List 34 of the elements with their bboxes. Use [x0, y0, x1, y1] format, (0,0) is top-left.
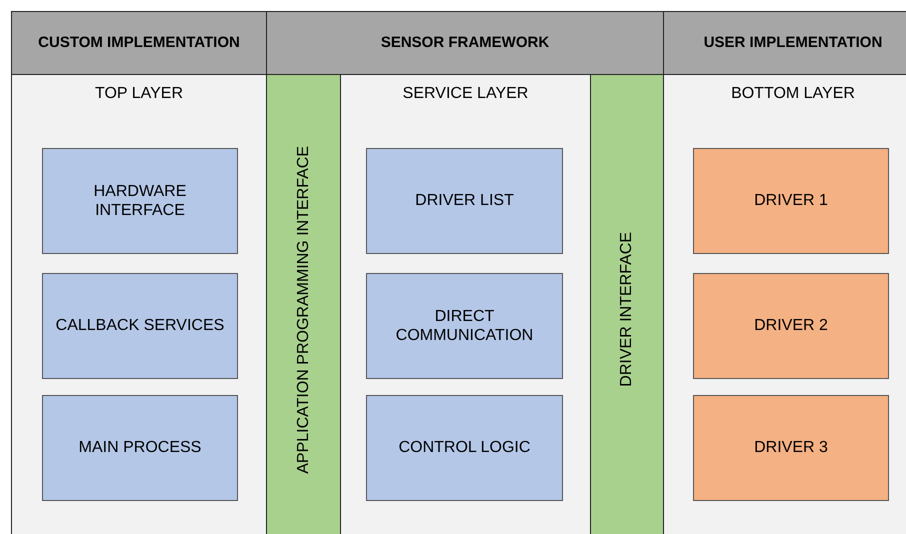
box-label: DRIVER LIST — [414, 191, 515, 211]
box-label: CALLBACK SERVICES — [54, 316, 226, 336]
header-label: USER IMPLEMENTATION — [704, 34, 882, 52]
layer-panel — [663, 74, 906, 534]
box-label: MAIN PROCESS — [78, 438, 202, 458]
layer-panel — [11, 74, 267, 534]
interface-label: APPLICATION PROGRAMMING INTERFACE — [294, 146, 313, 474]
layer-title: TOP LAYER — [94, 84, 184, 104]
interface-bar — [590, 74, 664, 534]
module-box — [42, 273, 238, 379]
header-label: CUSTOM IMPLEMENTATION — [38, 34, 240, 52]
box-label: HARDWARE INTERFACE — [92, 182, 188, 220]
layer-title: BOTTOM LAYER — [731, 84, 855, 104]
driver-box — [693, 273, 889, 379]
interface-label: DRIVER INTERFACE — [617, 232, 636, 387]
box-label: DRIVER 2 — [753, 316, 829, 336]
header-label: SENSOR FRAMEWORK — [380, 34, 550, 52]
layer-panel — [340, 74, 591, 534]
column-header — [11, 11, 267, 75]
box-label: DIRECT COMMUNICATION — [394, 306, 534, 346]
box-label: DRIVER 1 — [753, 191, 829, 211]
layer-title: SERVICE LAYER — [402, 84, 528, 104]
driver-box — [693, 148, 889, 254]
module-box — [42, 395, 238, 501]
module-box — [366, 395, 563, 501]
module-box — [366, 273, 563, 379]
module-box — [366, 148, 563, 254]
box-label: CONTROL LOGIC — [398, 438, 532, 458]
interface-bar — [266, 74, 341, 534]
driver-box — [693, 395, 889, 501]
module-box — [42, 148, 238, 254]
column-header — [663, 11, 906, 75]
box-label: DRIVER 3 — [753, 438, 829, 458]
column-header — [266, 11, 664, 75]
